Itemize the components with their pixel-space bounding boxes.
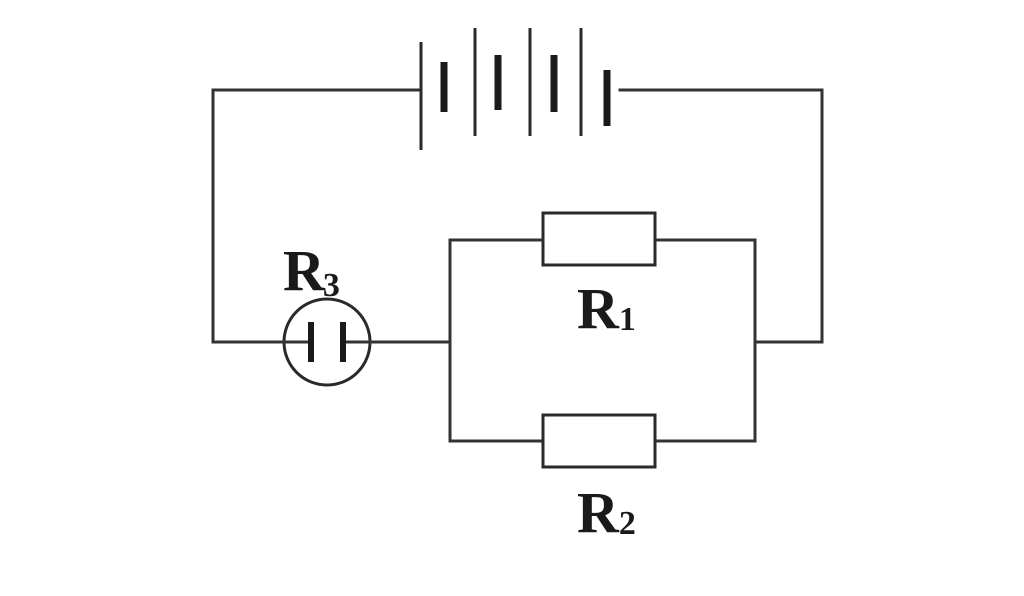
wire-top-left [211, 88, 422, 344]
label-r2: R2 [577, 480, 636, 545]
battery [419, 28, 611, 150]
r3-component [282, 297, 372, 387]
wire-top-right [618, 88, 824, 344]
label-r3-subscript: 3 [323, 267, 340, 304]
resistor-r1 [541, 211, 657, 267]
outer-loop-wires [211, 88, 824, 344]
resistor-r2 [541, 413, 657, 469]
parallel-branch-wires [448, 238, 757, 443]
label-r2-letter: R [577, 480, 620, 545]
label-r1: R1 [577, 276, 636, 341]
label-r3: R3 [283, 238, 340, 304]
label-r3-letter: R [283, 238, 326, 303]
label-r2-subscript: 2 [619, 505, 636, 542]
label-r1-letter: R [577, 276, 620, 341]
label-r1-subscript: 1 [619, 301, 636, 338]
